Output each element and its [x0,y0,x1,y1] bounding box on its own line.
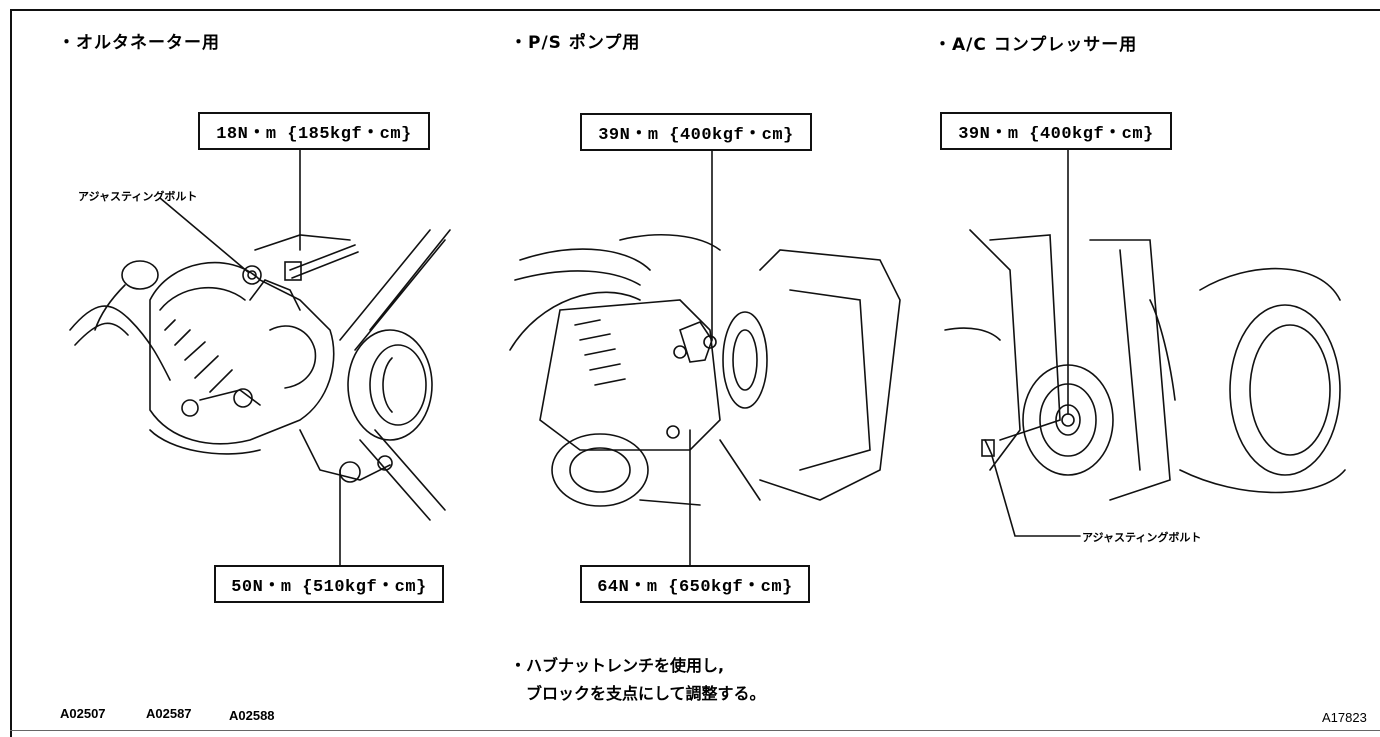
frame-top-border [10,9,1380,11]
panel-heading-ac-compressor: ・A/C コンプレッサー用 [934,35,1138,55]
torque-callout-alternator-top: 18N・m {185kgf・cm} [198,112,430,150]
frame-left-border [10,9,12,737]
ps-pump-drawing [509,234,901,507]
panel-heading-alternator: ・オルタネーター用 [58,33,220,53]
ac-compressor-drawing [944,229,1346,501]
torque-callout-ps-pump-top: 39N・m {400kgf・cm} [580,113,812,151]
torque-callout-ac-compressor-top: 39N・m {400kgf・cm} [940,112,1172,150]
frame-bottom-border [10,730,1380,731]
figure-code-4: A17823 [1322,710,1367,725]
adjusting-bolt-label-ac-compressor: アジャスティングボルト [1082,531,1202,544]
torque-callout-ps-pump-bottom: 64N・m {650kgf・cm} [580,565,810,603]
torque-callout-alternator-bottom: 50N・m {510kgf・cm} [214,565,444,603]
figure-code-2: A02587 [146,706,192,721]
figure-code-1: A02507 [60,706,106,721]
alternator-drawing [69,229,451,521]
adjusting-bolt-label-alternator: アジャスティングボルト [78,190,198,203]
panel-heading-ps-pump: ・P/S ポンプ用 [510,33,641,53]
note-line-1: ・ハブナットレンチを使用し, [510,656,725,675]
figure-code-3: A02588 [229,708,275,723]
note-line-2: ブロックを支点にして調整する。 [526,684,766,703]
